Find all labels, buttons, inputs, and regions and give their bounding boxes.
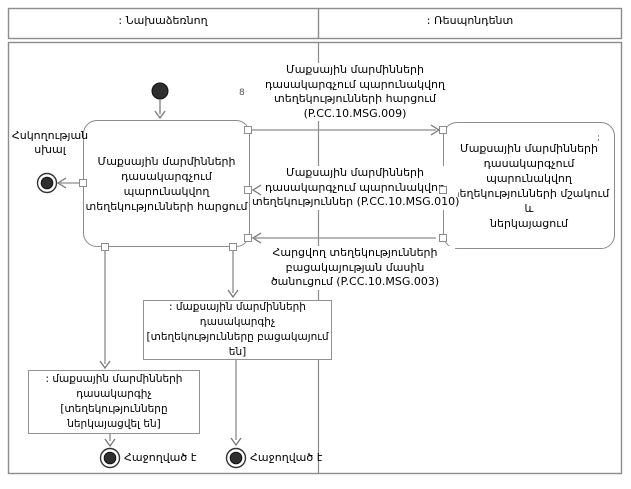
arrowhead-down (99, 360, 111, 370)
activity-text-line: Մաքսային մարմինների (460, 141, 598, 155)
pin (244, 234, 252, 242)
pin (439, 234, 447, 242)
final-label-left: Հաջողված է (124, 451, 197, 464)
object-text-line: : մաքսային մարմինների (45, 373, 183, 385)
object-classifier-presented: : մաքսային մարմինների դասակարգիչ [տեղեկո… (28, 370, 200, 434)
message-text-line: Մաքսային մարմինների (286, 166, 424, 179)
message-text-line: Մաքսային մարմինների (286, 63, 424, 76)
message-text-line: դասակարգչում պարունակվող (265, 77, 445, 91)
pin (244, 126, 252, 134)
activity-initiator-request: Մաքսային մարմինների դասակարգչում պարունա… (83, 120, 250, 247)
message-text-line: (P.CC.10.MSG.009) (303, 106, 407, 120)
message-text-line: տեղեկություններ (P.CC.10.MSG.010) (252, 195, 460, 208)
exit-node-core (40, 176, 54, 190)
object-text-line: [տեղեկությունները բացակայում են] (146, 331, 329, 358)
final-node-middle-core (229, 451, 243, 465)
pin (101, 243, 109, 251)
arrowhead-down (154, 110, 166, 120)
lane-header-initiator: : Նախաձեռնող (118, 14, 208, 27)
message-text-line: դասակարգչում պարունակվող (265, 180, 445, 194)
activity-text-line: տեղեկությունների հարցում (85, 199, 248, 213)
message-label-msg010: Մաքսային մարմինների դասակարգչում պարունա… (252, 166, 460, 210)
pin (79, 179, 87, 187)
error-label-line: սխալ (34, 143, 66, 156)
diagram-frame (7, 41, 623, 475)
pin (439, 186, 447, 194)
object-text-line: ներկայացվել են] (67, 418, 161, 430)
message-text-line: բացակայության մասին (285, 260, 425, 274)
arrowhead-right (430, 124, 441, 136)
activity-text-line: Մաքսային մարմինների (97, 154, 236, 168)
lane-header-respondent: : Ռեսպոնդենտ (426, 14, 514, 27)
final-label-middle: Հաջողված է (250, 451, 323, 464)
error-signal-label: Հսկողության սխալ (8, 129, 92, 157)
message-text-line: ծանուցում (P.CC.10.MSG.003) (270, 275, 440, 288)
arrowhead-left (251, 232, 262, 244)
pin (229, 243, 237, 251)
lane-header-frame (7, 7, 623, 40)
activity-text-line: ներկայացում (490, 216, 568, 230)
activity-text-line: պարունակվող (123, 184, 210, 198)
pin (244, 186, 252, 194)
arrowhead-down (230, 437, 242, 447)
arrowhead-left (251, 184, 262, 196)
message-text-line: Հարցվող տեղեկությունների (272, 246, 438, 259)
stray-mark: ; (597, 133, 601, 143)
arrowhead-left (56, 177, 67, 189)
message-label-msg009: Մաքսային մարմինների դասակարգչում պարունա… (255, 63, 455, 121)
arrowhead-down (227, 289, 239, 299)
activity-respondent-process: Մաքսային մարմինների դասակարգչում պարունա… (443, 122, 615, 249)
object-text-line: : մաքսային մարմինների դասակարգիչ (169, 301, 306, 328)
message-label-msg003: Հարցվող տեղեկությունների բացակայության մ… (255, 246, 455, 290)
object-classifier-absent: : մաքսային մարմինների դասակարգիչ [տեղեկո… (143, 300, 332, 360)
stray-mark: 8 (239, 88, 245, 98)
pin (439, 126, 447, 134)
object-text-line: դասակարգիչ [տեղեկությունները (60, 388, 168, 415)
activity-text-line: տեղեկությունների մշակում և (448, 186, 610, 215)
arrowhead-down (104, 438, 116, 448)
activity-text-line: դասակարգչում պարունակվող (483, 156, 575, 185)
final-node-left-core (103, 451, 117, 465)
message-text-line: տեղեկությունների հարցում (274, 92, 436, 105)
error-label-line: Հսկողության (11, 129, 89, 142)
activity-text-line: դասակարգչում (121, 169, 212, 183)
